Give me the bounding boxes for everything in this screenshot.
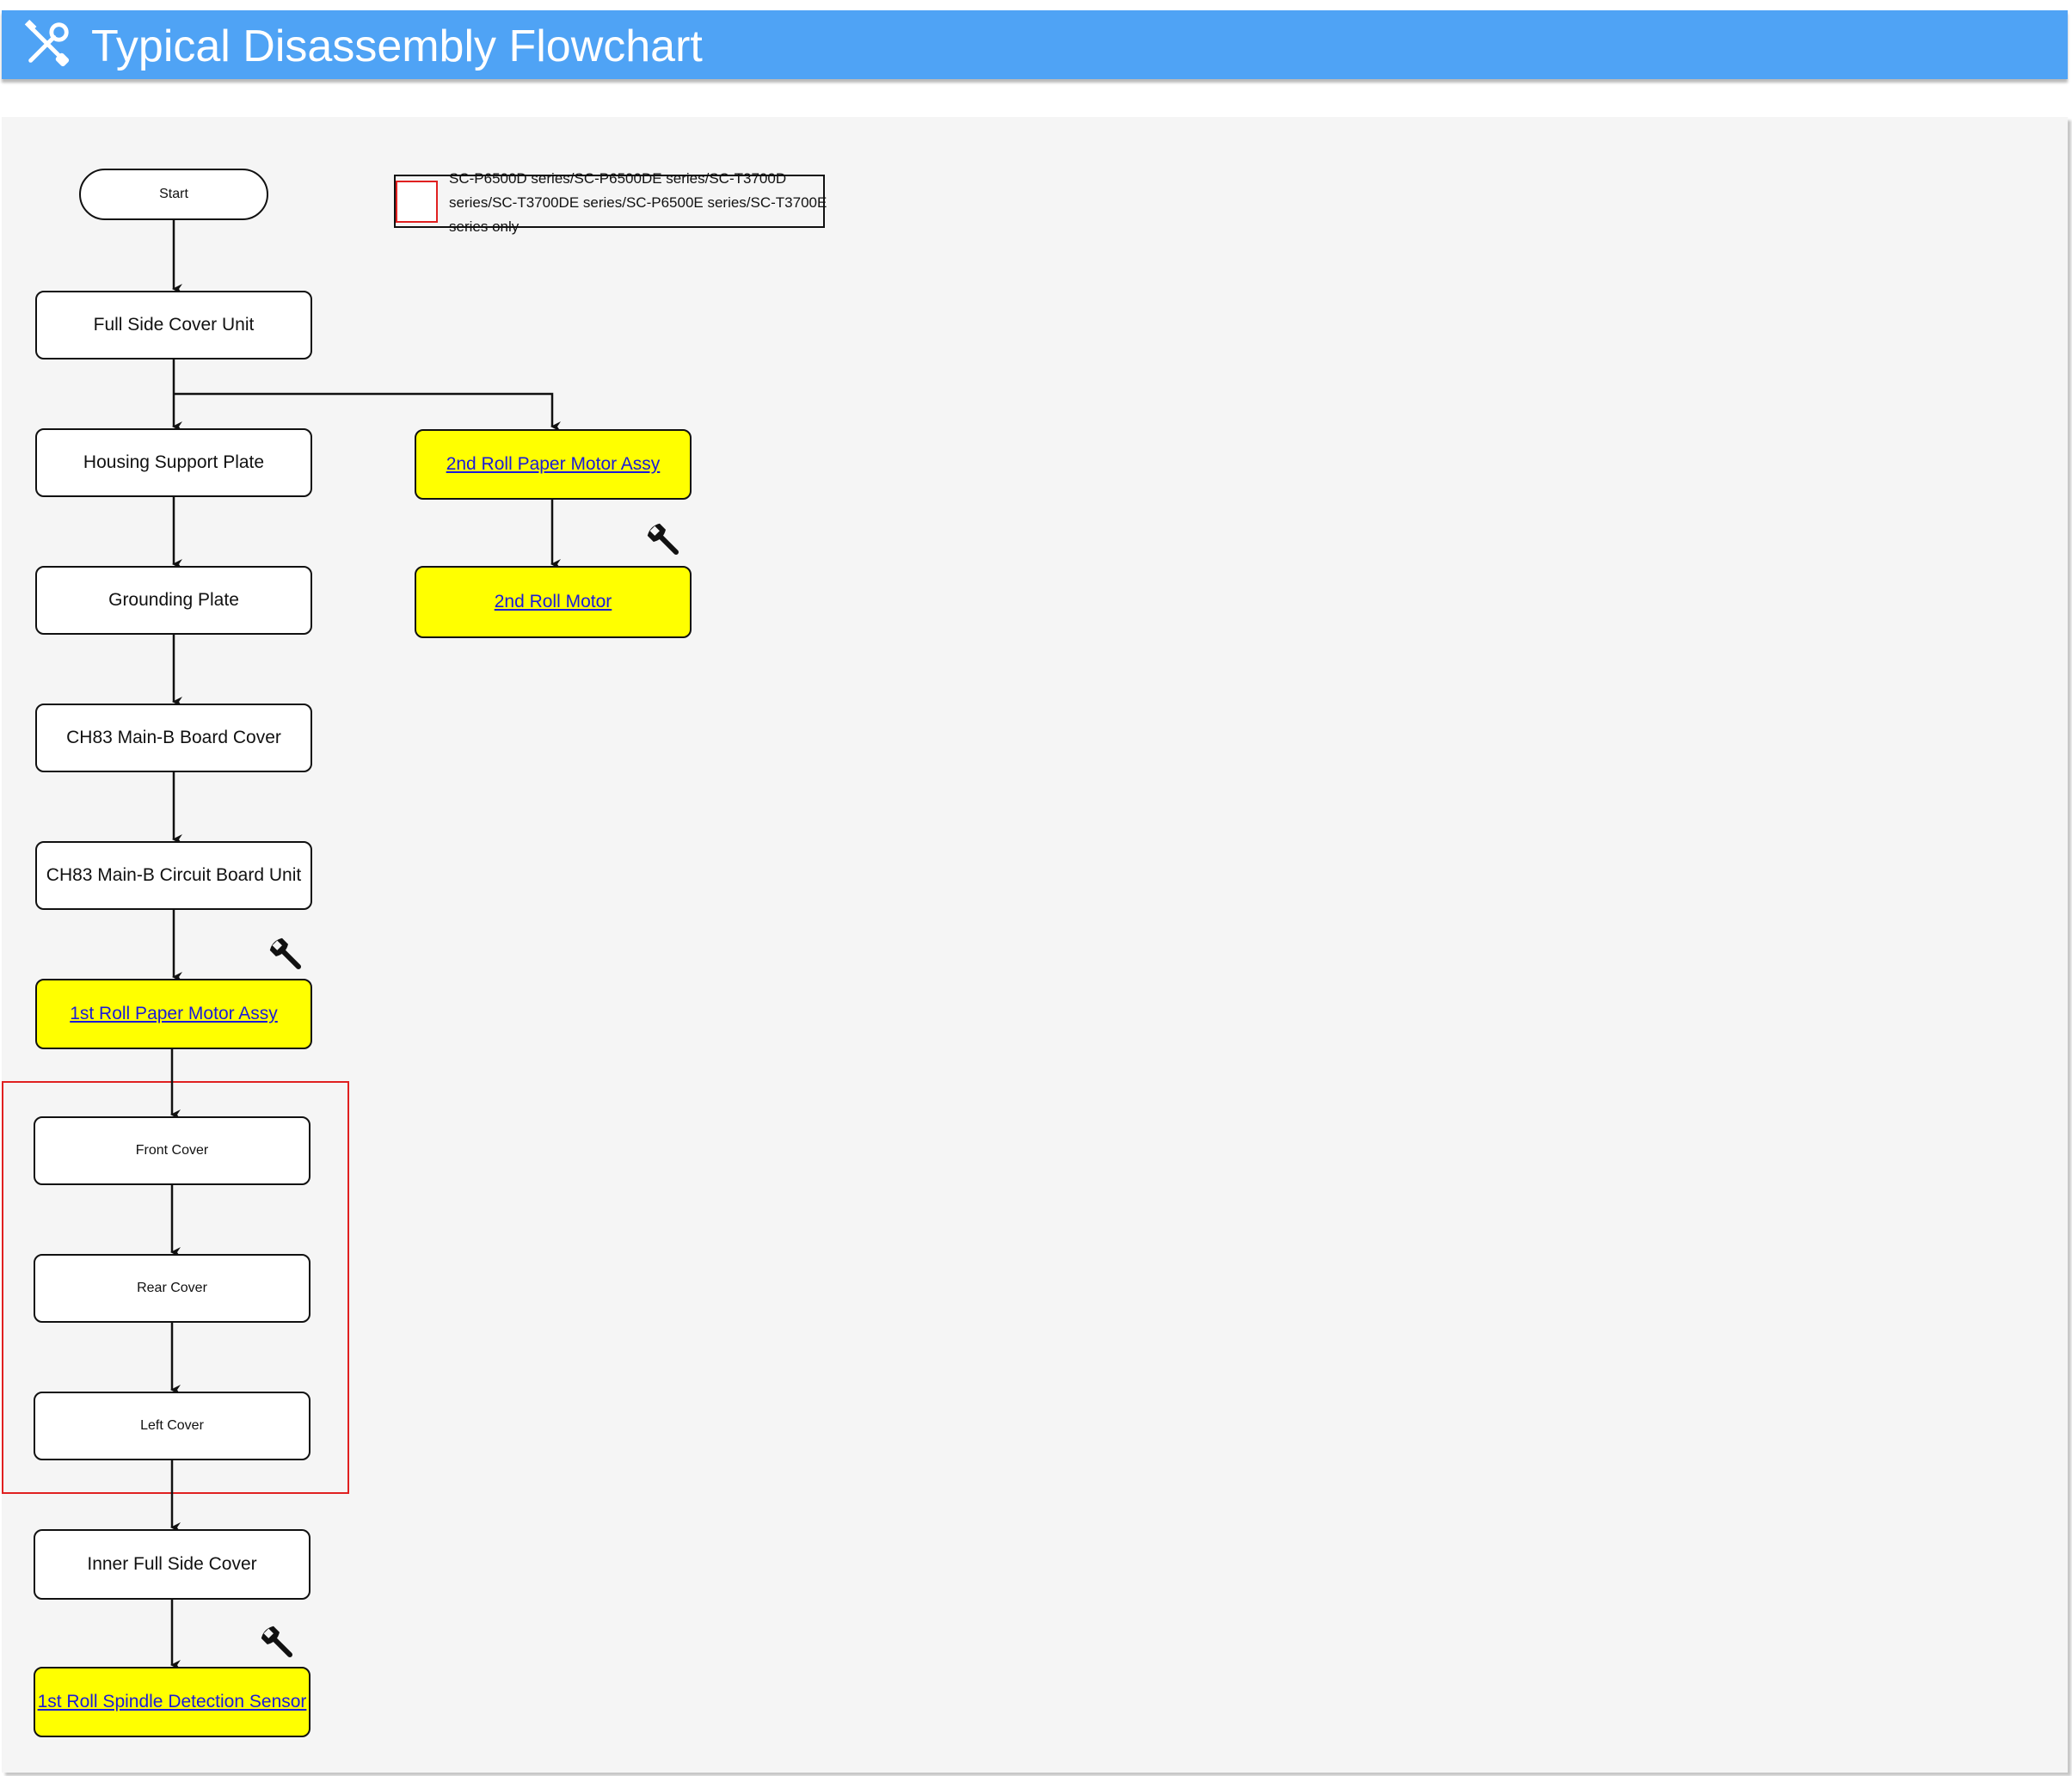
node-2nd-roll-motor[interactable]: 2nd Roll Motor (415, 566, 692, 638)
node-1st-roll-paper-motor-assy[interactable]: 1st Roll Paper Motor Assy (35, 979, 312, 1049)
node-2nd-roll-paper-motor-assy[interactable]: 2nd Roll Paper Motor Assy (415, 429, 692, 500)
node-front-cover: Front Cover (34, 1116, 310, 1185)
wrench-icon (269, 937, 302, 970)
legend-swatch (396, 181, 438, 223)
legend-text: SC-P6500D series/SC-P6500DE series/SC-T3… (449, 170, 827, 235)
tools-icon (24, 19, 70, 67)
connector (174, 392, 561, 432)
node-ch83-main-b-circuit-board-unit: CH83 Main-B Circuit Board Unit (35, 841, 312, 910)
start-node: Start (79, 169, 268, 220)
node-full-side-cover-unit: Full Side Cover Unit (35, 291, 312, 360)
header-bar: Typical Disassembly Flowchart (2, 10, 2068, 79)
node-housing-support-plate: Housing Support Plate (35, 428, 312, 497)
node-ch83-main-b-board-cover: CH83 Main-B Board Cover (35, 704, 312, 772)
wrench-icon (261, 1625, 293, 1658)
wrench-icon (647, 523, 679, 556)
link-2nd-roll-motor[interactable]: 2nd Roll Motor (494, 592, 612, 611)
page-title: Typical Disassembly Flowchart (91, 22, 703, 71)
link-1st-roll-paper-motor-assy[interactable]: 1st Roll Paper Motor Assy (70, 1004, 278, 1023)
node-left-cover: Left Cover (34, 1392, 310, 1460)
node-inner-full-side-cover: Inner Full Side Cover (34, 1529, 310, 1600)
node-rear-cover: Rear Cover (34, 1254, 310, 1323)
legend-box (394, 175, 825, 228)
node-1st-roll-spindle-detection-sensor[interactable]: 1st Roll Spindle Detection Sensor (34, 1667, 310, 1737)
link-1st-roll-spindle-detection-sensor[interactable]: 1st Roll Spindle Detection Sensor (37, 1692, 307, 1711)
link-2nd-roll-paper-motor-assy[interactable]: 2nd Roll Paper Motor Assy (446, 454, 661, 474)
model-specific-group (2, 1081, 349, 1494)
node-grounding-plate: Grounding Plate (35, 566, 312, 635)
